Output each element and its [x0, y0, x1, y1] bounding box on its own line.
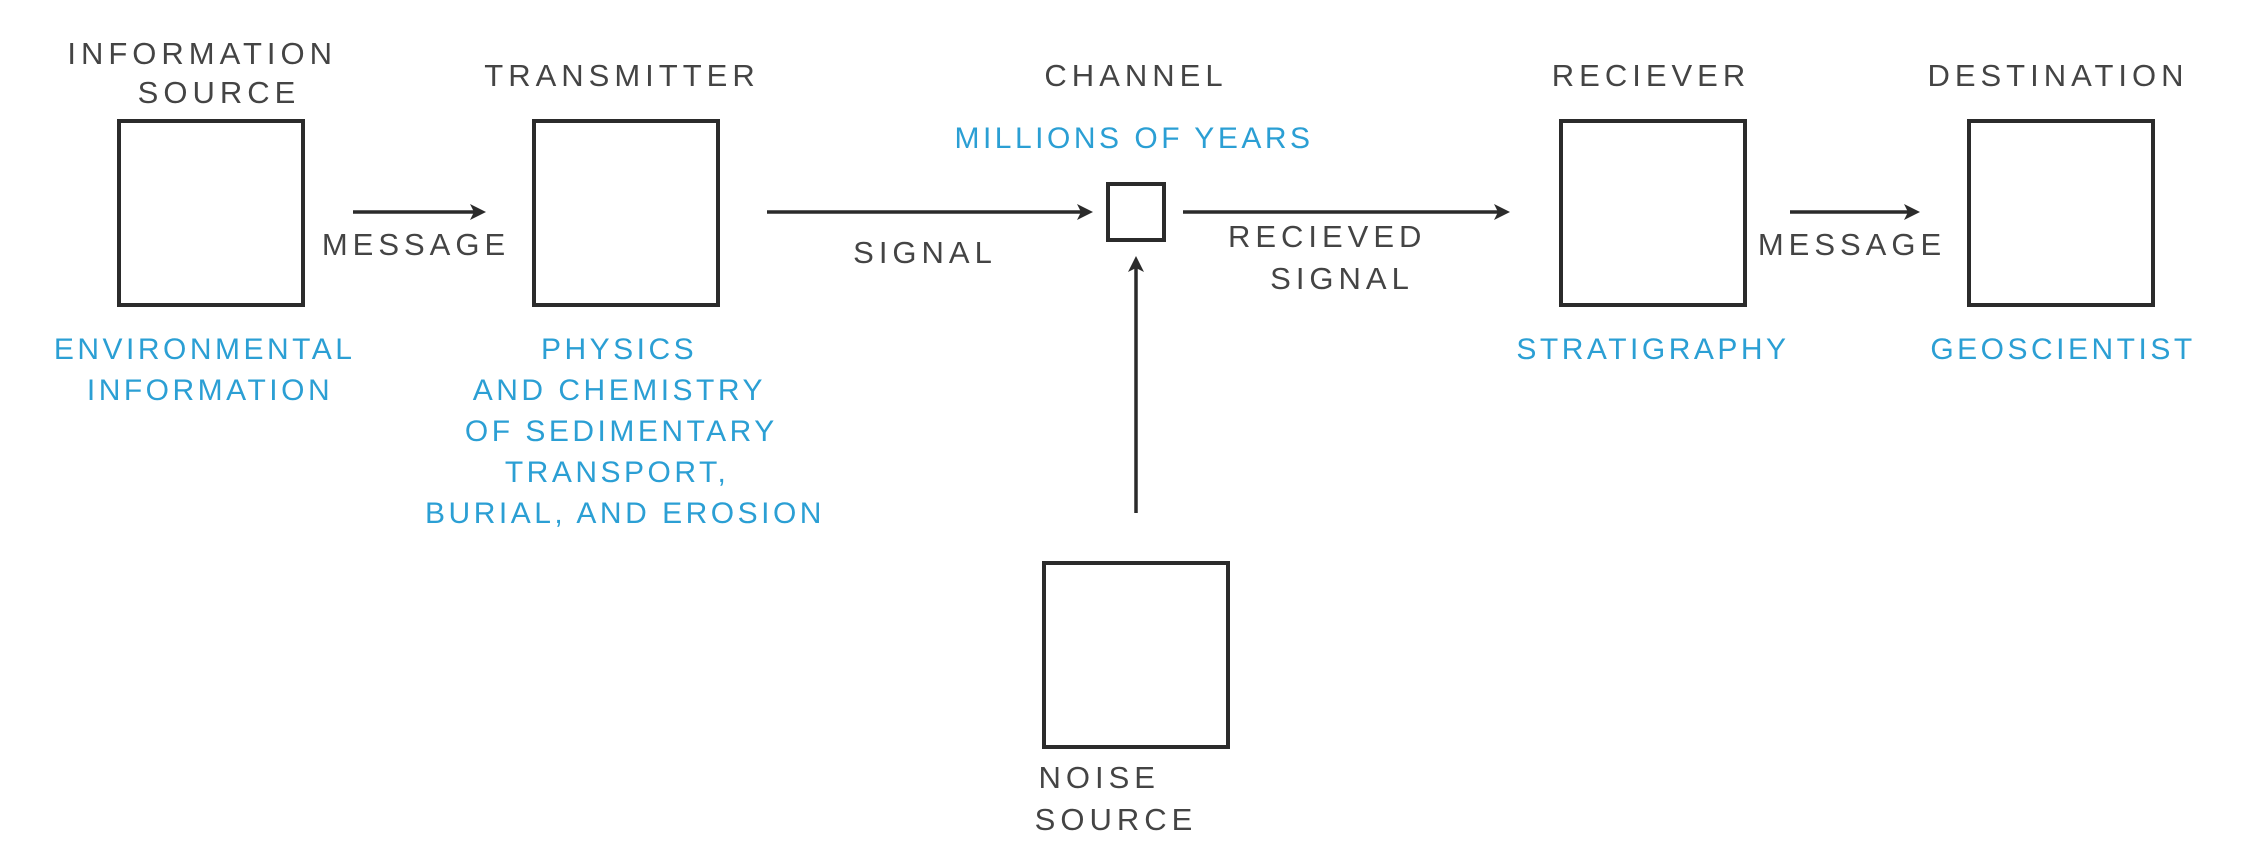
transmitter-title: TRANSMITTER	[484, 58, 759, 93]
arrow-receiver-to-destination	[1790, 204, 1920, 220]
transmitter-box	[532, 119, 720, 307]
edge-label-recieved-signal: RECIEVED SIGNAL	[1228, 219, 1440, 296]
receiver-box	[1559, 119, 1747, 307]
edge-label-message-1: MESSAGE	[322, 227, 510, 262]
arrow-noise-to-channel	[1128, 256, 1144, 513]
information-source-box	[117, 119, 305, 307]
edge-label-signal: SIGNAL	[853, 235, 997, 270]
edge-label-message-2: MESSAGE	[1758, 227, 1946, 262]
arrow-channel-to-receiver	[1183, 204, 1510, 220]
noise-source-box	[1042, 561, 1230, 749]
destination-box	[1967, 119, 2155, 307]
receiver-title: RECIEVER	[1552, 58, 1750, 93]
arrow-transmitter-to-channel	[767, 204, 1093, 220]
destination-title: DESTINATION	[1927, 58, 2188, 93]
noise-source-title: NOISE SOURCE	[1035, 760, 1198, 837]
information-source-title: INFORMATION SOURCE	[67, 36, 350, 110]
receiver-annotation: STRATIGRAPHY	[1516, 333, 1789, 366]
channel-title: CHANNEL	[1044, 58, 1227, 93]
information-source-annotation: ENVIRONMENTAL INFORMATION	[54, 333, 366, 407]
channel-annotation: MILLIONS OF YEARS	[954, 122, 1313, 155]
destination-annotation: GEOSCIENTIST	[1930, 333, 2195, 366]
transmitter-annotation: PHYSICS AND CHEMISTRY OF SEDIMENTARY TRA…	[425, 333, 825, 530]
arrow-source-to-transmitter	[353, 204, 486, 220]
channel-box	[1106, 182, 1166, 242]
